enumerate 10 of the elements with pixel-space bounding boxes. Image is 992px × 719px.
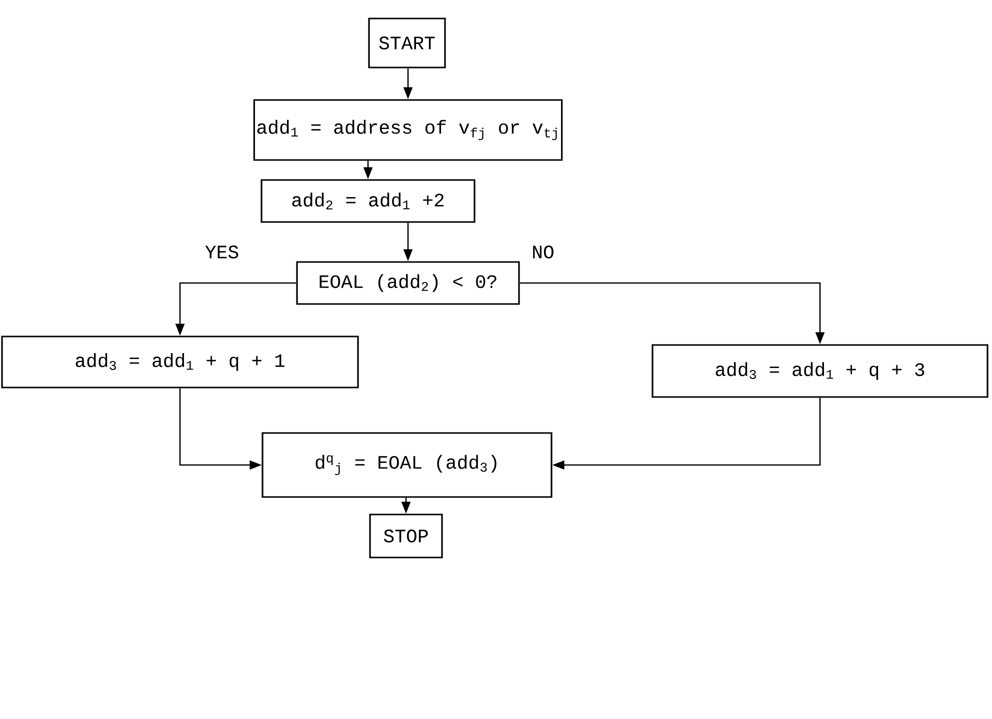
process-box: START [368, 18, 446, 68]
edge-label: NO [530, 244, 556, 260]
process-box: add$_{2}$ = add$_{1}$ +2 [260, 179, 476, 223]
process-box: STOP [369, 514, 443, 558]
process-box: add$_{3}$ = add$_{1}$ + q + 3 [652, 344, 988, 398]
process-box: add$_{3}$ = add$_{1}$ + q + 1 [1, 336, 359, 388]
edge-label: YES [204, 244, 240, 260]
process-box: d$^{q}$$_{j}$ = EOAL (add$_{3}$) [262, 432, 552, 498]
process-box: EOAL (add$_{2}$) < 0? [296, 261, 520, 305]
process-box: add$_{1}$ = address of v$_{fj}$ or v$_{tj}$ [253, 99, 563, 161]
